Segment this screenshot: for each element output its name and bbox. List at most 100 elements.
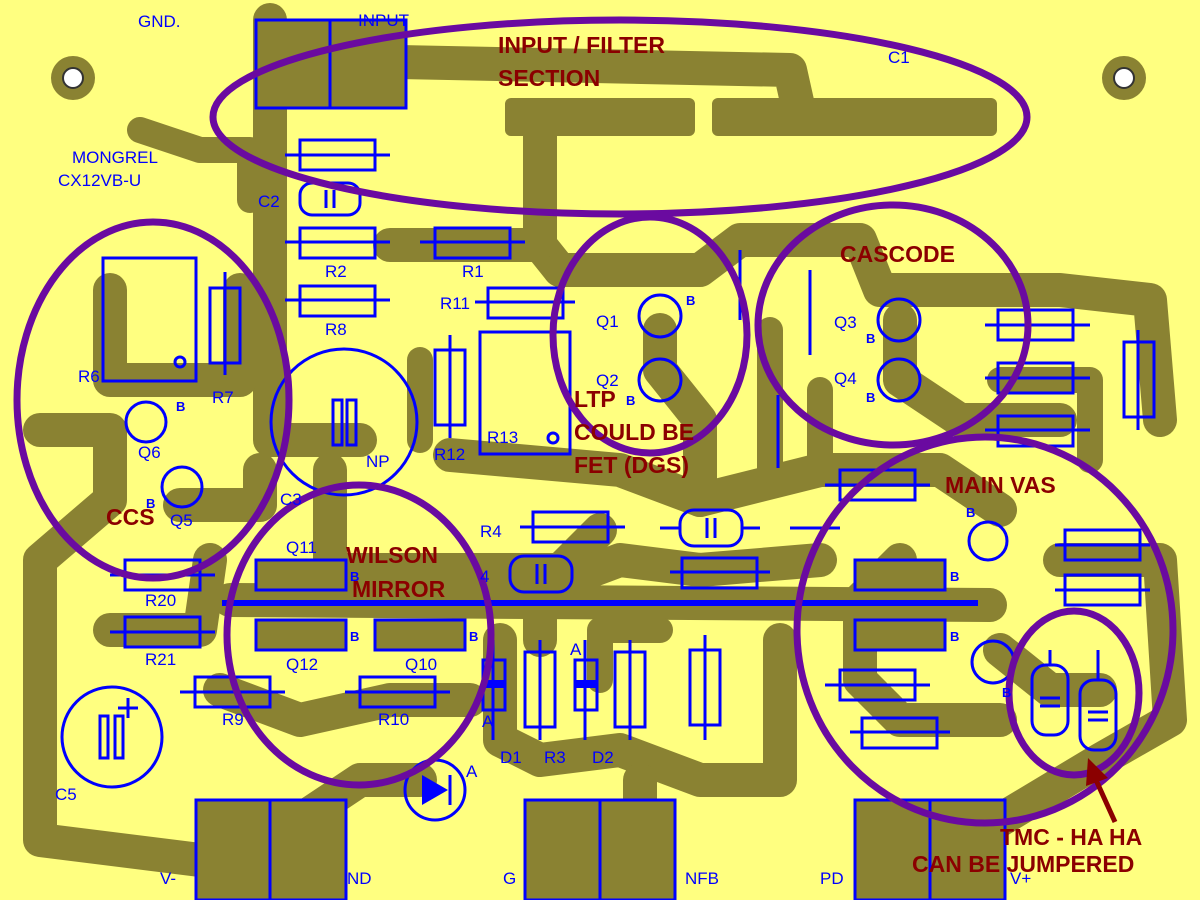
label-q4: Q4 [834, 369, 857, 388]
resistor-r7 [208, 272, 242, 375]
base-marker: B [350, 629, 359, 644]
annotation-tmc-2: CAN BE JUMPERED [912, 851, 1134, 877]
resistor-mid-v1 [613, 640, 647, 740]
transistor-vas-strip-2 [853, 618, 947, 652]
capacitor-top-mid [678, 508, 744, 548]
label-d1: D1 [500, 748, 522, 767]
transistor-q11 [254, 558, 348, 592]
label-q5: Q5 [170, 511, 193, 530]
annotation-tmc-1: TMC - HA HA [1000, 824, 1142, 850]
label-np: NP [366, 452, 390, 471]
label-anode-d1: A [482, 712, 494, 731]
label-q6: Q6 [138, 443, 161, 462]
transistor-q3 [876, 297, 922, 343]
label-gnd-bottom: ND [347, 869, 372, 888]
resistor-vas-3 [1055, 573, 1150, 607]
label-anode-d2: A [570, 640, 582, 659]
annotation-ltp-1: LTP [574, 386, 616, 412]
annotation-input-filter-1: INPUT / FILTER [498, 32, 665, 58]
resistor-vas-2 [1055, 528, 1150, 562]
label-r6: R6 [78, 367, 100, 386]
transistor-q5 [160, 465, 204, 509]
transistor-q12 [254, 618, 348, 652]
board-title-2: CX12VB-U [58, 171, 141, 190]
resistor-r3 [523, 640, 557, 740]
label-pd: PD [820, 869, 844, 888]
base-marker: B [950, 629, 959, 644]
resistor-r4 [520, 510, 625, 544]
label-v-minus: V- [160, 869, 176, 888]
transistor-vas-strip-1 [853, 558, 947, 592]
label-r20: R20 [145, 591, 176, 610]
label-q1: Q1 [596, 312, 619, 331]
resistor-r2 [285, 226, 390, 260]
trimmer-r13 [478, 330, 572, 456]
transistor-q4 [876, 357, 922, 403]
ring-ltp [549, 213, 751, 457]
base-marker: B [469, 629, 478, 644]
label-gnd: GND. [138, 12, 181, 31]
resistor-r21 [110, 615, 215, 649]
ring-main-vas [793, 433, 1177, 827]
capacitor-c5 [60, 685, 164, 789]
label-r13: R13 [487, 428, 518, 447]
base-marker: B [950, 569, 959, 584]
label-q11: Q11 [286, 538, 317, 557]
mounting-holes [51, 56, 1146, 100]
annotation-main-vas: MAIN VAS [945, 472, 1056, 498]
transistor-q10 [373, 618, 467, 652]
ring-wilson [223, 481, 495, 789]
base-marker: B [350, 569, 359, 584]
resistor-right-2 [985, 361, 1090, 395]
base-marker: B [966, 505, 975, 520]
label-anode-led: A [466, 762, 478, 781]
annotation-ltp-2: COULD BE [574, 419, 694, 445]
annotation-input-filter-2: SECTION [498, 65, 600, 91]
label-q2: Q2 [596, 371, 619, 390]
base-marker: B [686, 293, 695, 308]
transistor-vas [967, 520, 1009, 562]
label-nfb: NFB [685, 869, 719, 888]
base-marker: B [1002, 685, 1011, 700]
label-g: G [503, 869, 516, 888]
label-r8: R8 [325, 320, 347, 339]
annotation-text: INPUT / FILTER SECTION CASCODE LTP COULD… [106, 32, 1142, 877]
resistor-r8 [285, 284, 390, 318]
label-r7: R7 [212, 388, 234, 407]
label-c1: C1 [888, 48, 910, 67]
base-marker: B [866, 390, 875, 405]
label-c3: C3 [280, 490, 302, 509]
annotation-wilson-2: MIRROR [352, 576, 446, 602]
resistor-mid-2 [670, 556, 770, 590]
resistor-vas-4 [825, 668, 930, 702]
base-marker: B [146, 496, 155, 511]
annotation-cascode: CASCODE [840, 241, 955, 267]
base-marker: B [626, 393, 635, 408]
capacitor-c4 [508, 554, 574, 594]
label-r21: R21 [145, 650, 176, 669]
ring-ccs [13, 218, 293, 582]
label-r3: R3 [544, 748, 566, 767]
silkscreen-text: GND. INPUT C1 MONGREL CX12VB-U C2 R2 R1 … [55, 11, 1031, 888]
annotation-ccs: CCS [106, 504, 155, 530]
annotation-ltp-3: FET (DGS) [574, 452, 689, 478]
trimmer-r6 [101, 256, 198, 383]
label-c5: C5 [55, 785, 77, 804]
label-q12: Q12 [286, 655, 318, 674]
resistor-right-1 [985, 308, 1090, 342]
resistor-vas-5 [850, 716, 950, 750]
capacitor-c3 [269, 347, 419, 497]
transistor-q6 [124, 400, 168, 444]
base-marker: B [176, 399, 185, 414]
label-c2: C2 [258, 192, 280, 211]
transistor-q2 [637, 357, 683, 403]
resistor-mid-v2 [688, 635, 722, 740]
label-d2: D2 [592, 748, 614, 767]
components [60, 18, 1156, 900]
resistor-r10 [345, 675, 450, 709]
ring-cascode [754, 201, 1032, 449]
tmc-arrow [1086, 758, 1118, 824]
ring-input-filter [209, 16, 1031, 218]
diode-d2 [573, 640, 599, 740]
